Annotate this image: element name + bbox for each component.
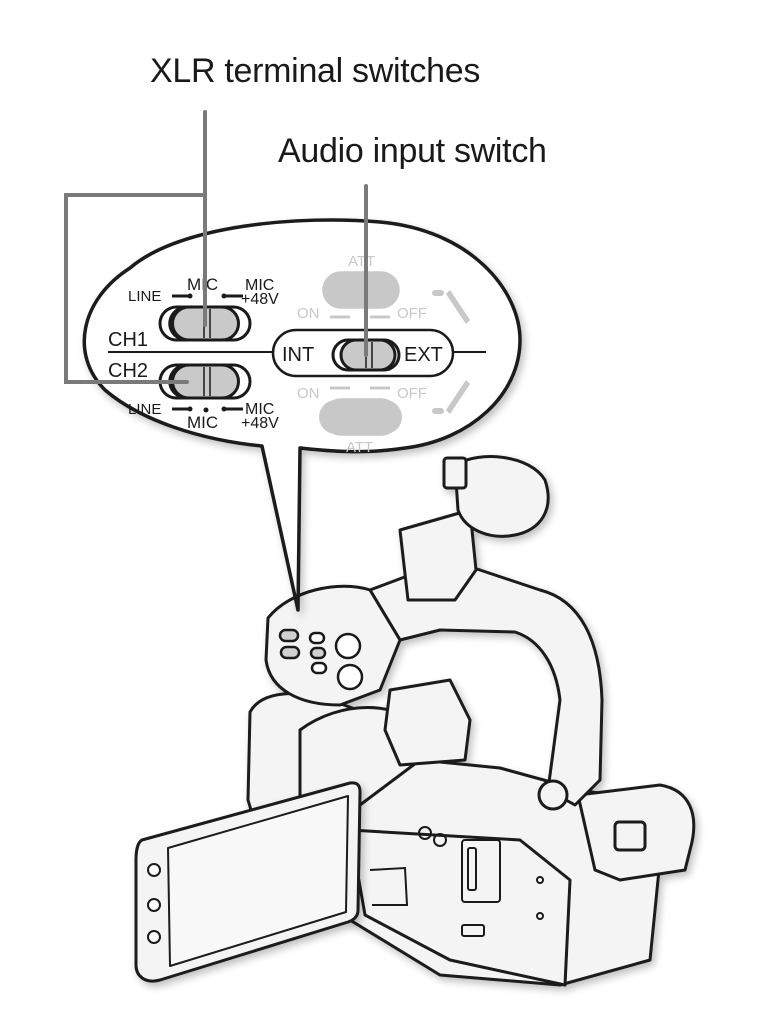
att-top-on-label: ON xyxy=(297,305,320,322)
leader-xlr-ch2 xyxy=(64,193,207,384)
ch1-mic48v-label-line1: MIC xyxy=(245,277,274,294)
ch2-switch-knob xyxy=(171,363,240,400)
att-switch-top: ATT ON OFF xyxy=(297,253,427,322)
mic-holder-ring xyxy=(453,455,550,538)
ch1-line-label: LINE xyxy=(128,288,161,305)
audio-input-switch-callout: Audio input switch xyxy=(278,132,547,170)
leader-lines xyxy=(64,110,368,384)
handle-knob xyxy=(537,779,569,811)
body-side-panel xyxy=(348,828,572,987)
ch1-label: CH1 xyxy=(108,329,148,351)
lcd-flip-screen xyxy=(134,781,362,983)
viewfinder-window xyxy=(613,820,647,852)
body-details xyxy=(369,826,544,937)
audio-input-switch[interactable]: INT EXT xyxy=(271,328,455,378)
att-bottom-off-label: OFF xyxy=(397,385,427,402)
ext-label: EXT xyxy=(404,344,443,366)
mic-holder-screw xyxy=(442,456,468,490)
xlr-switch-location-ch2 xyxy=(279,645,301,660)
att-switch-bottom: ON OFF ATT xyxy=(297,385,427,456)
lcd-display-area xyxy=(167,795,349,967)
card-slot-cover xyxy=(461,839,501,903)
dial-marks xyxy=(432,290,470,414)
ch2-label: CH2 xyxy=(108,360,148,382)
ch2-mic-label: MIC xyxy=(187,413,218,432)
int-label: INT xyxy=(282,344,314,366)
camcorder-body xyxy=(246,455,696,987)
handle-buttons xyxy=(278,628,364,691)
att-bottom-on-label: ON xyxy=(297,385,320,402)
ch2-mic48v-label-line2: +48V xyxy=(241,415,279,432)
xlr-terminal-switches-callout: XLR terminal switches xyxy=(150,52,481,90)
handle-front-block xyxy=(264,584,402,707)
ch1-mic-label: MIC xyxy=(187,275,218,294)
handle-neck xyxy=(383,678,472,767)
att-top-label: ATT xyxy=(348,253,375,270)
top-handle xyxy=(368,558,604,807)
ch2-line-label: LINE xyxy=(128,401,161,418)
att-bottom-label: ATT xyxy=(346,439,373,456)
ch2-mic48v-label-line1: MIC xyxy=(245,401,274,418)
ch1-mic48v-label-line2: +48V xyxy=(241,291,279,308)
xlr-switch-ch2[interactable]: CH2 LINE MIC MIC +48V xyxy=(108,360,279,432)
xlr-switch-location-ch1 xyxy=(278,628,300,643)
small-switch xyxy=(461,924,485,937)
att-top-off-label: OFF xyxy=(397,305,427,322)
